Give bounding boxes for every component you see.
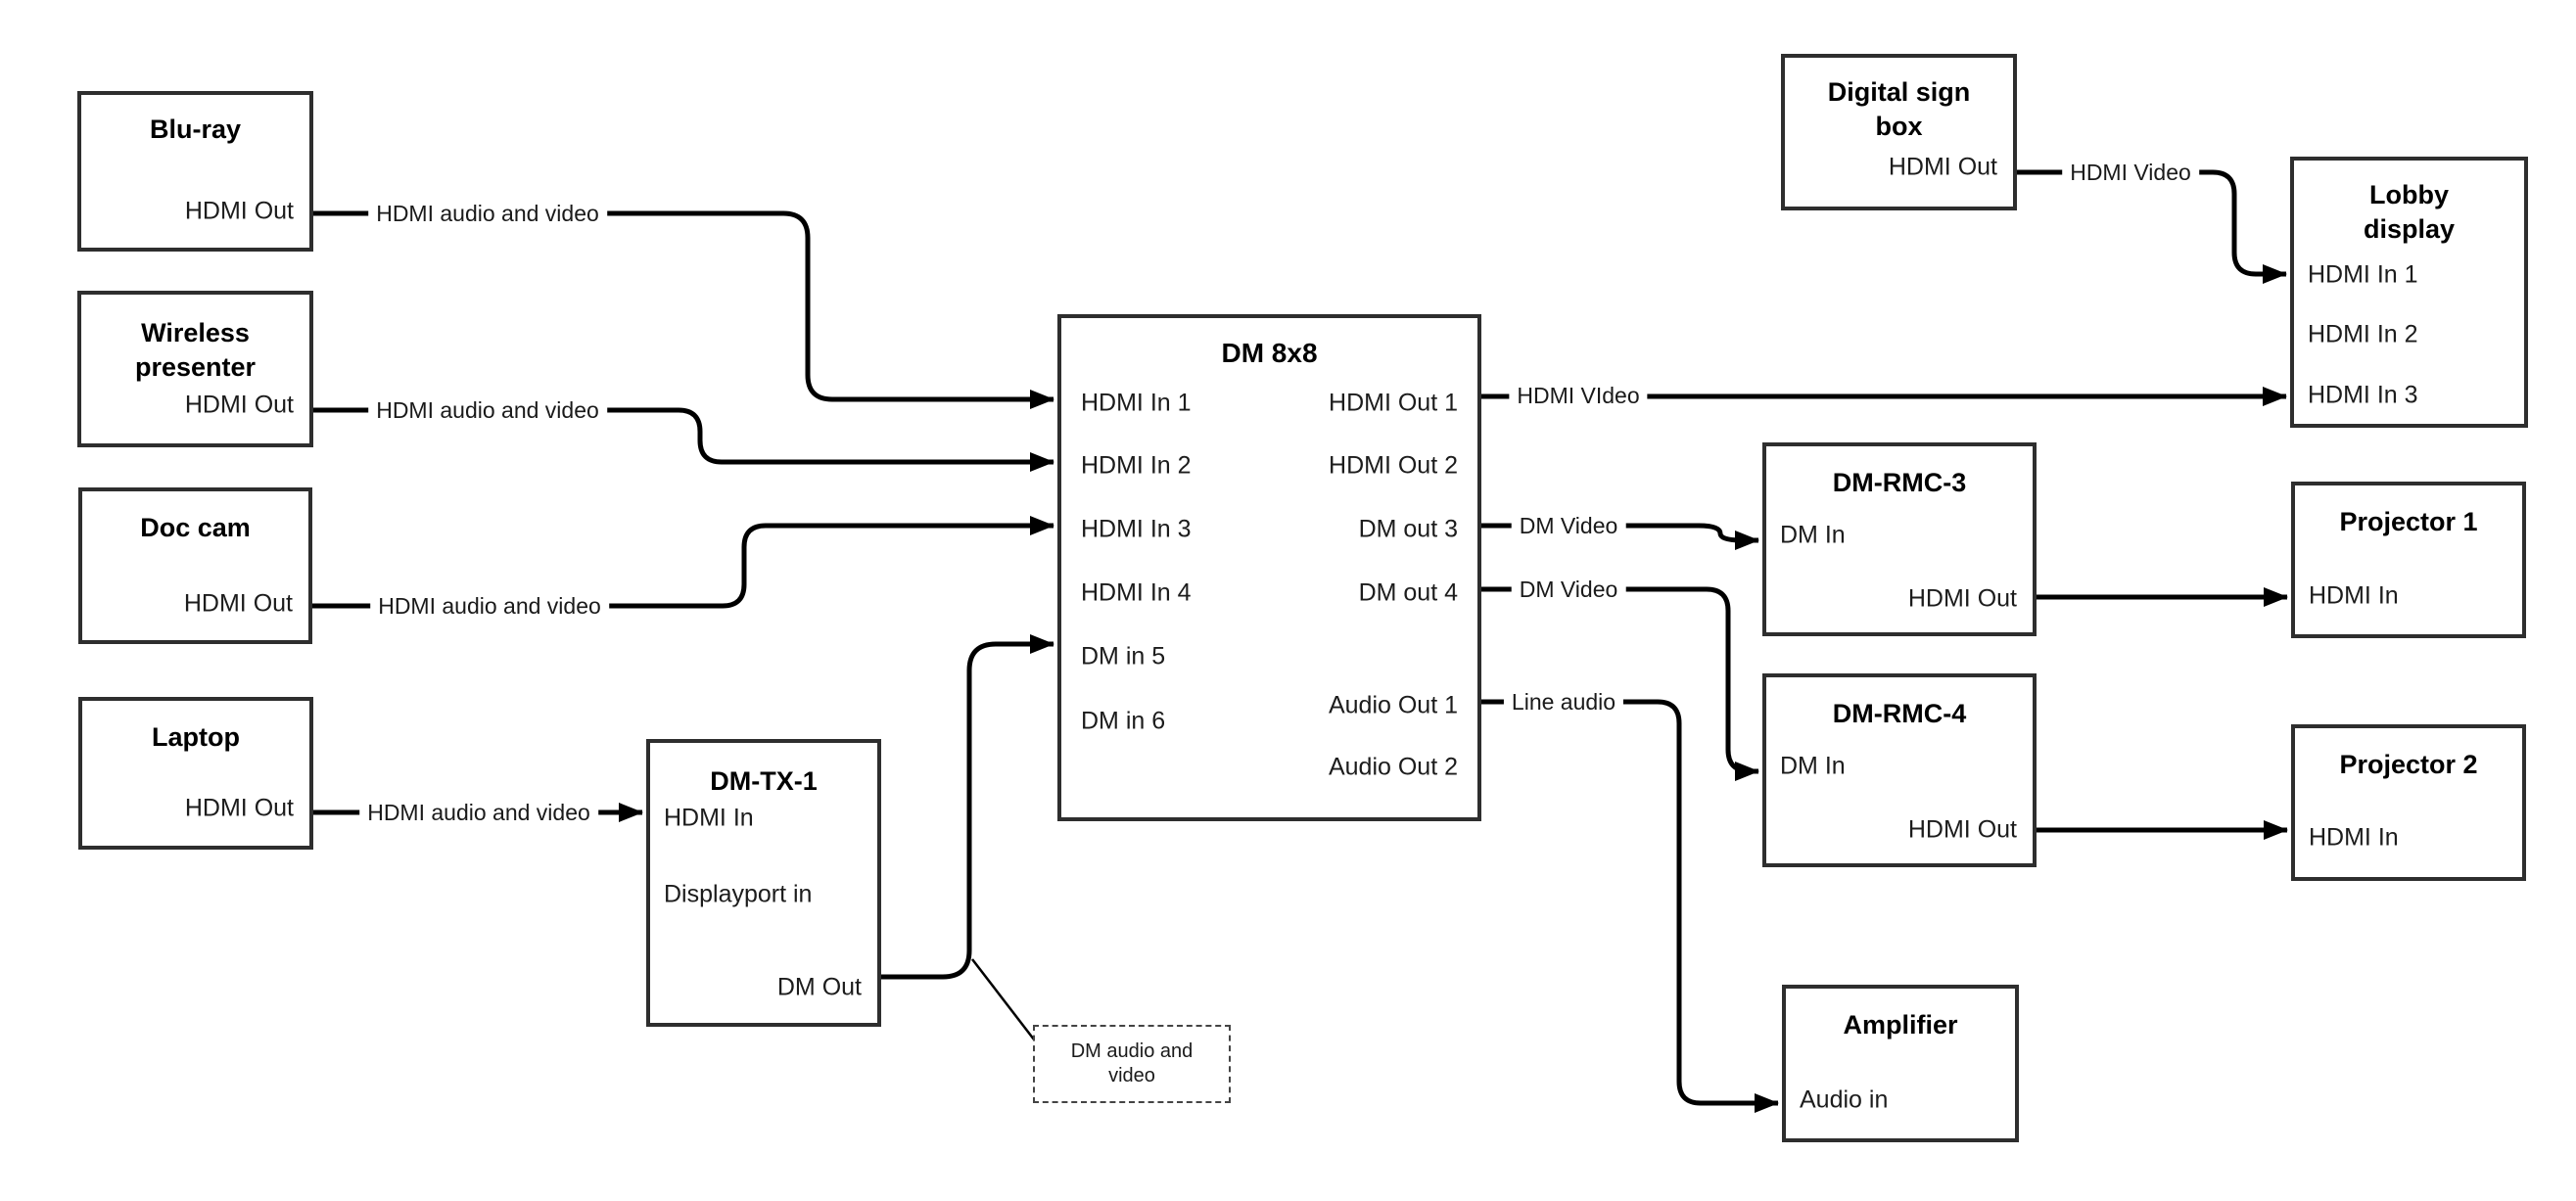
port-dm-out: DM Out (776, 973, 862, 1001)
node-dm-tx-1: DM-TX-1 HDMI In Displayport in DM Out (646, 739, 881, 1027)
port-audio-out-1: Audio Out 1 (1328, 691, 1458, 719)
cable-label-bluray: HDMI audio and video (368, 199, 607, 228)
port-hdmi-out: HDMI Out (1907, 584, 2017, 613)
port-hdmi-in: HDMI In (2309, 823, 2399, 852)
port-hdmi-out: HDMI Out (184, 197, 294, 225)
port-hdmi-in-2: HDMI In 2 (2308, 320, 2418, 348)
node-title: Projector 2 (2339, 750, 2478, 779)
port-hdmi-in-3: HDMI In 3 (1081, 515, 1192, 543)
port-dm-in: DM In (1780, 752, 1846, 780)
port-dm-in: DM In (1780, 521, 1846, 549)
cable-label-digitalsign: HDMI Video (2062, 158, 2199, 187)
node-laptop: Laptop HDMI Out (78, 697, 313, 850)
cable-bluray-to-dm8x8-in1 (313, 210, 1054, 409)
port-hdmi-in-1: HDMI In 1 (2308, 260, 2418, 289)
node-bluray: Blu-ray HDMI Out (77, 91, 313, 252)
node-wireless-presenter: Wireless presenter HDMI Out (77, 291, 313, 447)
node-title: Projector 1 (2339, 507, 2478, 536)
cable-label-dm-out3: DM Video (1511, 511, 1626, 540)
port-hdmi-in-3: HDMI In 3 (2308, 381, 2418, 409)
node-title: Digital sign box (1827, 77, 1971, 141)
cable-dm8x8-out3-to-dmrmc3 (1481, 523, 1759, 550)
port-hdmi-out: HDMI Out (183, 589, 293, 618)
port-dm-out-4: DM out 4 (1358, 578, 1458, 607)
cable-label-hdmi-out1: HDMI VIdeo (1509, 381, 1648, 410)
cable-digitalsign-to-lobby-in1 (2017, 169, 2287, 284)
cable-dm8x8-out4-to-dmrmc4 (1481, 586, 1759, 781)
port-hdmi-out: HDMI Out (1907, 815, 2017, 844)
cable-label-wireless: HDMI audio and video (368, 395, 607, 425)
port-hdmi-out-1: HDMI Out 1 (1329, 389, 1458, 417)
node-lobby-display: Lobby display HDMI In 1 HDMI In 2 HDMI I… (2290, 157, 2528, 428)
port-hdmi-out: HDMI Out (1888, 153, 1997, 181)
node-title: Wireless presenter (134, 318, 257, 382)
cable-label-doccam: HDMI audio and video (370, 591, 609, 621)
port-hdmi-out: HDMI Out (184, 794, 294, 822)
cable-label-audio-out1: Line audio (1503, 687, 1624, 716)
node-digital-sign-box: Digital sign box HDMI Out (1781, 54, 2017, 210)
node-title: Lobby display (2363, 180, 2456, 244)
node-title: Laptop (152, 722, 240, 752)
node-dm-rmc-3: DM-RMC-3 DM In HDMI Out (1762, 442, 2037, 636)
port-hdmi-in: HDMI In (664, 804, 754, 832)
port-hdmi-in-1: HDMI In 1 (1081, 389, 1192, 417)
cable-label-laptop: HDMI audio and video (359, 798, 598, 827)
callout-dm-audio-video: DM audio and video (1033, 1025, 1231, 1103)
callout-leader-line (971, 958, 1035, 1040)
node-amplifier: Amplifier Audio in (1782, 985, 2019, 1142)
cable-dmtx1-to-dm8x8-in5 (881, 634, 1054, 980)
port-hdmi-out-2: HDMI Out 2 (1329, 451, 1458, 480)
node-doc-cam: Doc cam HDMI Out (78, 487, 312, 644)
node-title: DM-TX-1 (710, 766, 818, 796)
port-hdmi-in-2: HDMI In 2 (1081, 451, 1192, 480)
port-dm-out-3: DM out 3 (1358, 515, 1458, 543)
cable-wireless-to-dm8x8-in2 (313, 407, 1054, 472)
port-audio-out-2: Audio Out 2 (1328, 753, 1458, 781)
node-dm-8x8: DM 8x8 HDMI In 1 HDMI In 2 HDMI In 3 HDM… (1057, 314, 1481, 821)
node-dm-rmc-4: DM-RMC-4 DM In HDMI Out (1762, 673, 2037, 867)
node-title: DM-RMC-3 (1832, 468, 1967, 497)
node-title: DM-RMC-4 (1832, 699, 1967, 728)
node-title: DM 8x8 (1221, 338, 1318, 368)
port-hdmi-in: HDMI In (2309, 581, 2399, 610)
cable-label-dm-out4: DM Video (1511, 575, 1626, 604)
node-projector-1: Projector 1 HDMI In (2291, 482, 2526, 638)
port-hdmi-in-4: HDMI In 4 (1081, 578, 1192, 607)
port-audio-in: Audio in (1800, 1086, 1889, 1114)
node-title: Amplifier (1843, 1010, 1958, 1039)
port-displayport-in: Displayport in (664, 880, 813, 908)
node-title: Doc cam (140, 513, 251, 542)
cable-dm8x8-audio1-to-amplifier (1481, 699, 1779, 1113)
port-dm-in-5: DM in 5 (1081, 642, 1166, 670)
port-hdmi-out: HDMI Out (184, 391, 294, 419)
node-projector-2: Projector 2 HDMI In (2291, 724, 2526, 881)
node-title: Blu-ray (149, 115, 242, 144)
cable-doccam-to-dm8x8-in3 (312, 516, 1054, 609)
port-dm-in-6: DM in 6 (1081, 707, 1166, 735)
